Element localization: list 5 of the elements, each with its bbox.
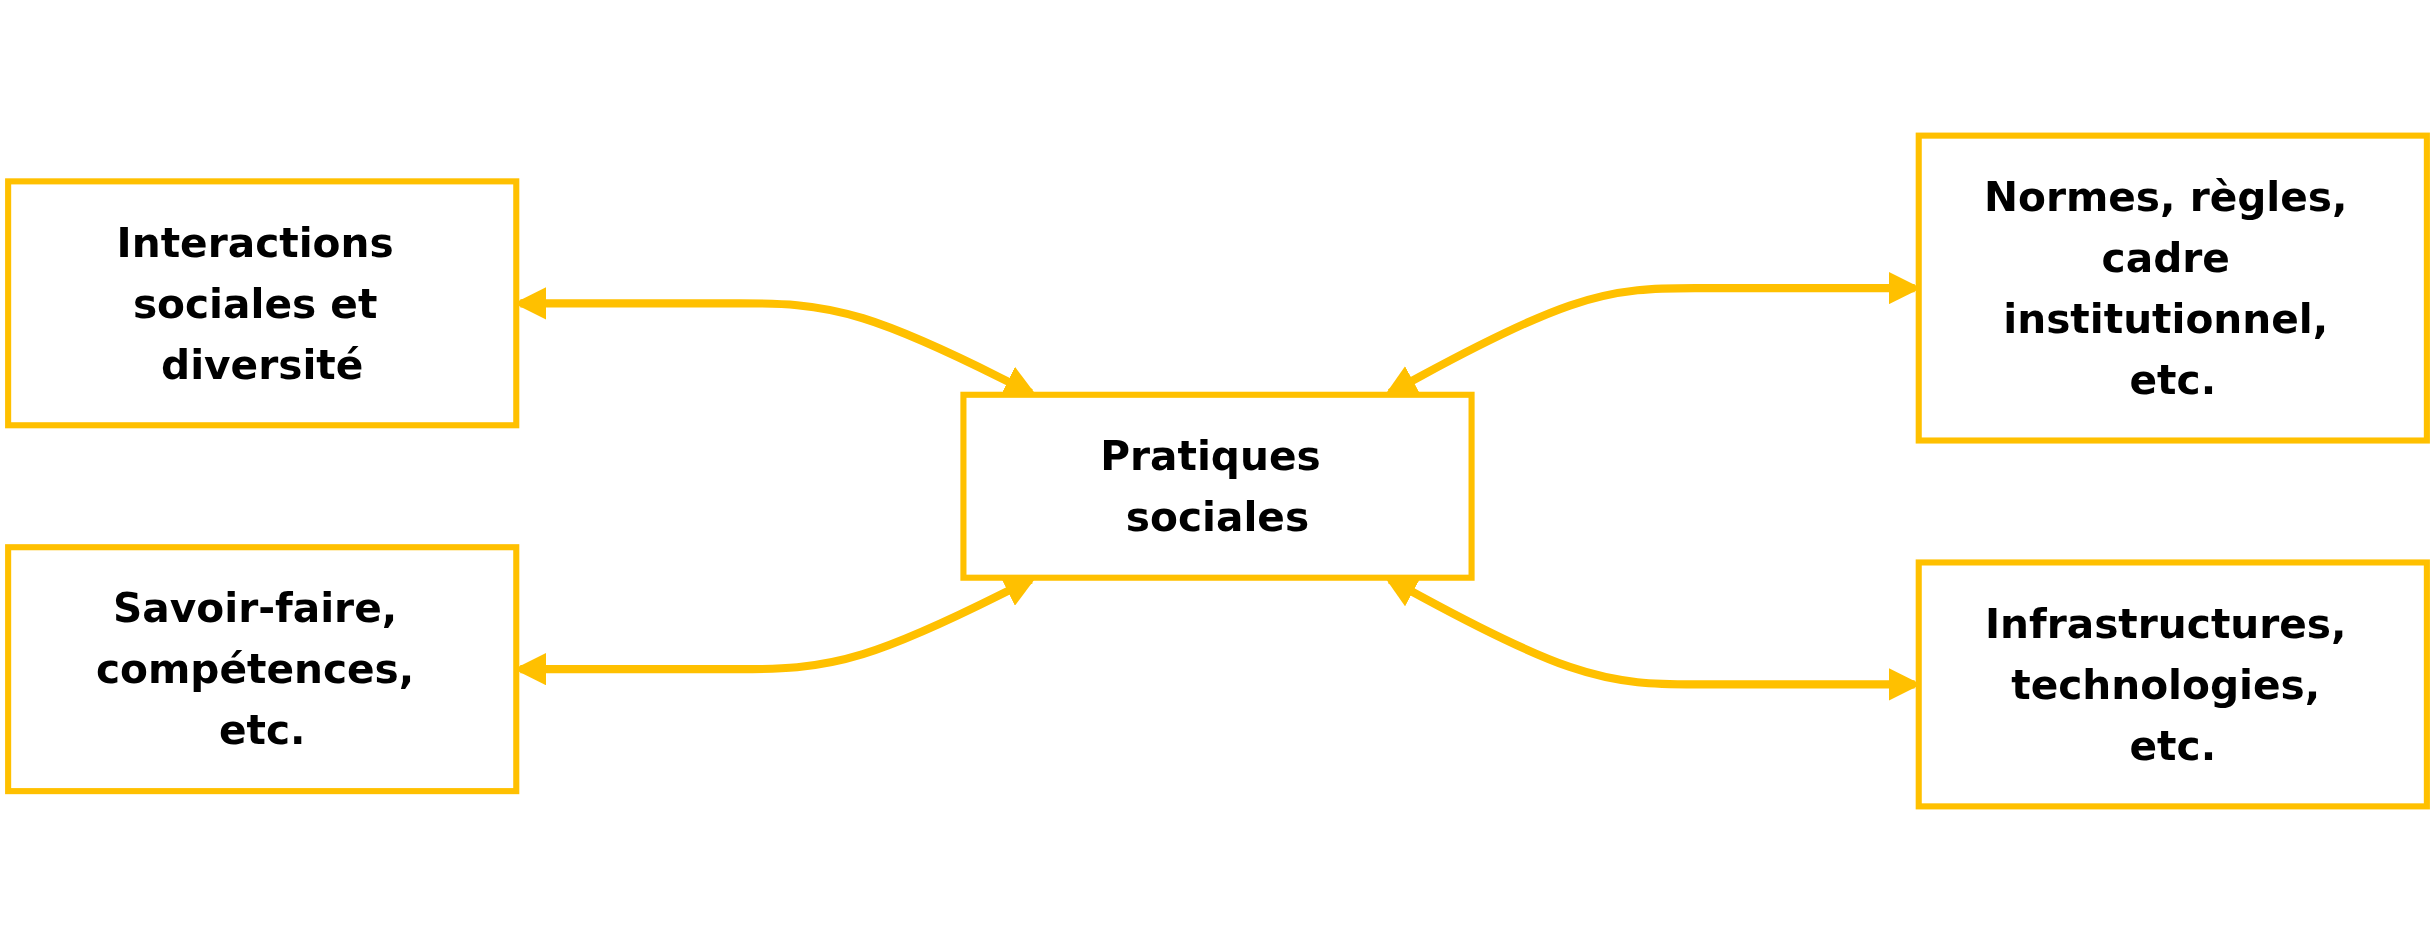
node-box: Normes, règles, cadre institutionnel, etc.	[1915, 132, 2430, 444]
node-box: Pratiques sociales	[960, 391, 1475, 581]
node-box: Interactions sociales et diversité	[5, 178, 520, 429]
node-box: Infrastructures, technologies, etc.	[1915, 559, 2430, 810]
node-box: Savoir-faire, compétences, etc.	[5, 544, 520, 795]
